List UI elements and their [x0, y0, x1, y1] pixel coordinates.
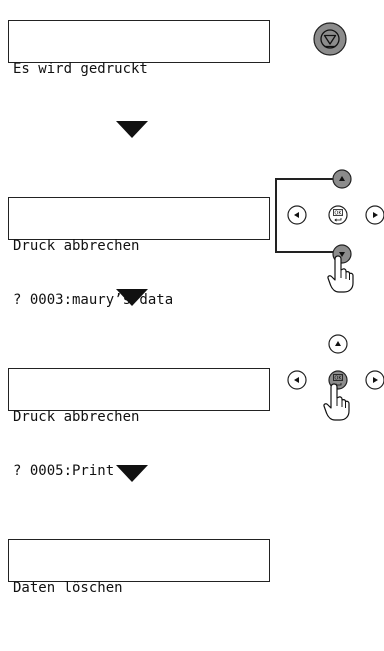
- stop-icon: [320, 29, 340, 49]
- hand-pointer-icon: [323, 383, 350, 421]
- hand-pointer-icon: [327, 255, 354, 293]
- lcd-line2: ? 0005:Print: [13, 463, 115, 479]
- lcd-display-step3: Druck abbrechen ? 0005:Print: [8, 368, 270, 479]
- control-panel-step3: OK: [287, 334, 384, 421]
- arrow-left-icon: [294, 212, 299, 218]
- left-arrow-button[interactable]: [287, 205, 307, 225]
- lcd-line1: Daten löschen: [13, 580, 123, 596]
- ok-button[interactable]: OK: [328, 205, 348, 225]
- arrow-down-icon: [339, 252, 345, 257]
- arrow-right-icon: [373, 212, 378, 218]
- ok-label: OK: [334, 211, 342, 217]
- control-panel-step2: OK: [275, 169, 384, 293]
- stop-button[interactable]: [310, 20, 350, 60]
- lcd-display-step2: Druck abbrechen ? 0003:maury’s data: [8, 197, 270, 308]
- up-arrow-button[interactable]: [332, 169, 352, 189]
- up-arrow-button[interactable]: [328, 334, 348, 354]
- ok-label: OK: [334, 376, 342, 382]
- flow-arrow-3: [116, 465, 148, 482]
- flow-arrow-1: [116, 121, 148, 138]
- lcd-line1: Druck abbrechen: [13, 238, 140, 254]
- lcd-line1: Es wird gedruckt: [13, 61, 148, 77]
- arrow-up-icon: [339, 176, 345, 181]
- right-arrow-button[interactable]: [365, 370, 384, 390]
- flow-arrow-2: [116, 289, 148, 306]
- lcd-display-step4: Daten löschen: [8, 539, 270, 596]
- right-arrow-button[interactable]: [365, 205, 384, 225]
- arrow-right-icon: [373, 377, 378, 383]
- left-arrow-button[interactable]: [287, 370, 307, 390]
- lcd-line1: Druck abbrechen: [13, 409, 140, 425]
- lcd-display-step1: Es wird gedruckt: [8, 20, 270, 77]
- arrow-up-icon: [335, 341, 341, 346]
- arrow-left-icon: [294, 377, 299, 383]
